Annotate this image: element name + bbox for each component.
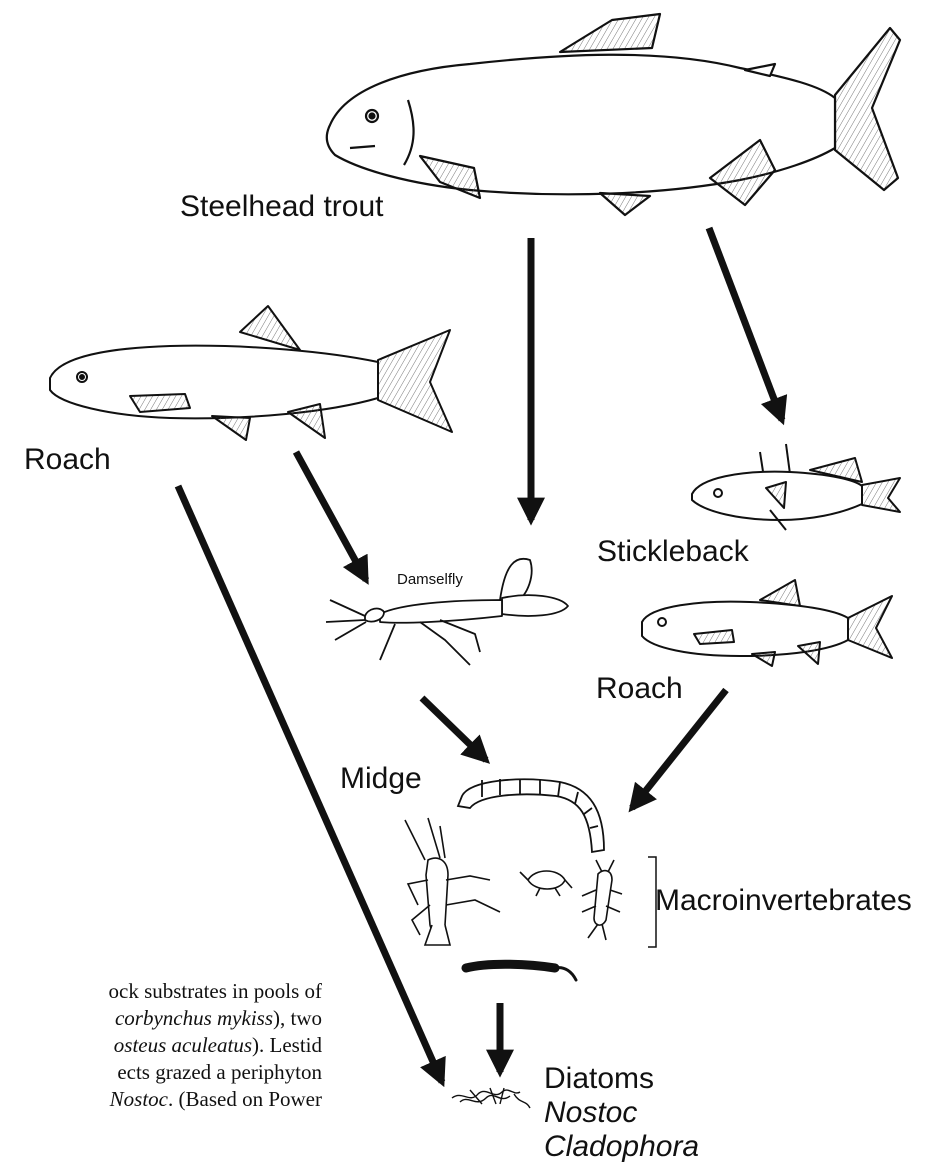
worm-icon [466, 964, 576, 980]
label-macroinvertebrates: Macroinvertebrates [655, 884, 912, 918]
roach-left-icon [50, 306, 452, 440]
caption-line-1: ock substrates in pools of [0, 978, 322, 1005]
steelhead-trout-icon [327, 14, 900, 215]
label-damselfly: Damselfly [397, 571, 463, 588]
caption-line-2: corbynchus mykiss), two [0, 1005, 322, 1032]
arrow-roach-to-macroinvertebrates [632, 690, 726, 808]
arrow-damselfly-to-midge [422, 698, 486, 760]
label-stickleback: Stickleback [597, 535, 749, 569]
label-steelhead-trout: Steelhead trout [180, 190, 383, 224]
label-midge: Midge [340, 762, 422, 796]
label-roach-right: Roach [596, 672, 683, 706]
roach-right-icon [642, 580, 892, 666]
midge-icon [458, 779, 604, 852]
label-diatoms: Diatoms [544, 1062, 654, 1096]
crayfish-icon [405, 818, 500, 945]
mayfly-nymph-icon [582, 860, 622, 940]
label-roach-left: Roach [24, 443, 111, 477]
beetle-icon [520, 871, 572, 896]
caption-line-4: ects grazed a periphyton [0, 1059, 322, 1086]
caption-line-5: Nostoc. (Based on Power [0, 1086, 322, 1113]
label-cladophora: Cladophora [544, 1130, 699, 1164]
figure-caption: ock substrates in pools of corbynchus my… [0, 978, 322, 1113]
label-nostoc: Nostoc [544, 1096, 637, 1130]
algae-icon [452, 1088, 530, 1108]
caption-line-3: osteus aculeatus). Lestid [0, 1032, 322, 1059]
arrow-roach-to-damselfly [296, 452, 366, 580]
arrow-trout-to-stickleback [709, 228, 782, 420]
stickleback-icon [692, 444, 900, 530]
